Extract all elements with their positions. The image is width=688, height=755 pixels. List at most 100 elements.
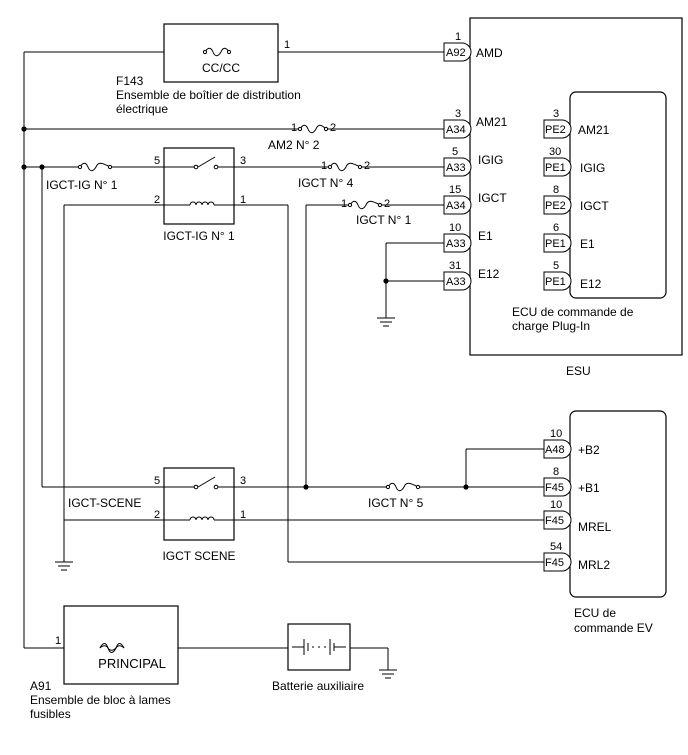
- fuse-icon: [99, 643, 125, 653]
- connector-id: A33: [446, 238, 466, 250]
- connector-id: PE1: [545, 162, 566, 174]
- battery-label: Batterie auxiliaire: [272, 679, 364, 693]
- ground-icon: [379, 669, 397, 679]
- signal-label: E1: [478, 229, 493, 243]
- connector-pin: 10: [449, 222, 461, 234]
- signal-label: IGIG: [580, 161, 605, 175]
- signal-label: MRL2: [578, 558, 610, 572]
- fuse-icon: [329, 162, 361, 172]
- a91-title: Ensemble de bloc à lames: [30, 693, 171, 707]
- f143-title: Ensemble de boîtier de distribution: [116, 88, 301, 102]
- esu-title: ESU: [566, 364, 591, 378]
- plugin-connector: PE1 6 E1: [543, 222, 595, 253]
- fuse-am2-label: AM2 N° 2: [268, 138, 320, 152]
- connector-pin: 3: [455, 108, 461, 120]
- ev-ecu-title-cont: commande EV: [574, 621, 653, 635]
- fuse-cc-label: CC/CC: [202, 61, 240, 75]
- coil-icon: [189, 516, 215, 521]
- signal-label: AMD: [476, 46, 503, 60]
- junction-dot: [383, 278, 389, 284]
- battery-icon: [292, 639, 346, 655]
- connector-id: PE1: [545, 238, 566, 250]
- connector-id: F45: [545, 557, 564, 569]
- connector-pin: 5: [553, 260, 559, 272]
- fuse-icon: [299, 124, 327, 134]
- connector-pin: 8: [553, 466, 559, 478]
- fuse-icon: [349, 200, 381, 210]
- pin-label: 3: [240, 155, 246, 167]
- pin-label: 5: [154, 475, 160, 487]
- a91-title-cont: fusibles: [30, 707, 71, 721]
- connector-id: A34: [446, 200, 466, 212]
- signal-label: +B1: [578, 481, 600, 495]
- junction-dot: [303, 484, 309, 490]
- f143-fuse-box: CC/CC 1: [163, 23, 290, 83]
- fuse-igct5-label: IGCT N° 5: [368, 496, 424, 510]
- a91-code: A91: [30, 679, 52, 693]
- fuse-icon: [387, 482, 419, 492]
- connector-pin: 54: [550, 541, 562, 553]
- signal-label: IGCT: [580, 199, 609, 213]
- ev-connector: A48 10 +B2: [543, 428, 600, 459]
- signal-label: IGCT: [478, 191, 507, 205]
- signal-label: AM21: [476, 115, 508, 129]
- plugin-connector: PE1 30 IGIG: [543, 146, 605, 177]
- pin-label: 2: [330, 122, 336, 134]
- plugin-connector: PE2 8 IGCT: [543, 184, 609, 215]
- ev-connector: F45 10 MREL: [543, 499, 612, 534]
- plugin-connector: PE2 3 AM21: [543, 108, 610, 139]
- signal-label: IGIG: [478, 153, 503, 167]
- pin-label: 2: [154, 509, 160, 521]
- pin-label: 1: [240, 509, 246, 521]
- fuse-igct4-label: IGCT N° 4: [298, 176, 354, 190]
- ev-ecu-title: ECU de: [574, 606, 616, 620]
- connector-pin: 10: [550, 499, 562, 511]
- pin-label: 5: [154, 155, 160, 167]
- coil-icon: [189, 201, 215, 206]
- fuse-scene-label: IGCT-SCENE: [68, 496, 141, 510]
- junction-dot: [463, 484, 469, 490]
- fuse-principal-label: PRINCIPAL: [98, 656, 166, 671]
- signal-label: AM21: [578, 123, 610, 137]
- esu-connector: A34 15 IGCT: [443, 184, 507, 215]
- pin-label: 2: [384, 198, 390, 210]
- a91-fuse-block: PRINCIPAL 1: [55, 605, 179, 685]
- pin-label: 2: [364, 160, 370, 172]
- fuse-icon: [79, 162, 111, 172]
- relay-igctig-label: IGCT-IG N° 1: [163, 229, 235, 243]
- signal-label: +B2: [578, 443, 600, 457]
- connector-id: F45: [545, 482, 564, 494]
- esu-connector: A33 31 E12: [443, 260, 500, 291]
- connector-pin: 10: [550, 428, 562, 440]
- junction-dot: [39, 164, 45, 170]
- connector-id: PE1: [545, 276, 566, 288]
- connector-pin: 15: [449, 184, 461, 196]
- relay-scene-label: IGCT SCENE: [162, 549, 235, 563]
- esu-box: ECU de commande de charge Plug-In ESU: [469, 17, 683, 378]
- f143-title-cont: électrique: [116, 102, 168, 116]
- ground-icon: [55, 561, 73, 571]
- esu-connector: A33 10 E1: [443, 222, 493, 253]
- plugin-ecu-box: [569, 91, 667, 299]
- pin-label: 2: [154, 194, 160, 206]
- connector-id: A34: [446, 124, 466, 136]
- connector-pin: 6: [553, 222, 559, 234]
- battery: Batterie auxiliaire: [272, 623, 364, 693]
- pin-label: 1: [55, 635, 61, 647]
- junction-dot: [21, 164, 27, 170]
- connector-pin: 1: [455, 31, 461, 43]
- ev-connector: F45 54 MRL2: [543, 541, 610, 572]
- esu-connector: A92 1 AMD: [443, 31, 503, 62]
- pin-label: 1: [291, 122, 297, 134]
- esu-connectors: A92 1 AMD A34 3 AM21 A33 5 IGIG A34 15 I…: [443, 31, 508, 291]
- connector-id: PE2: [545, 200, 566, 212]
- fuse-icon: [204, 47, 230, 57]
- connector-pin: 8: [553, 184, 559, 196]
- plugin-connectors: PE2 3 AM21 PE1 30 IGIG PE2 8 IGCT PE1 6 …: [543, 108, 610, 291]
- fuse-igct4: 1 2 IGCT N° 4: [298, 160, 370, 190]
- plugin-ecu-title-cont: charge Plug-In: [512, 319, 590, 333]
- signal-label: E12: [478, 267, 500, 281]
- pin-label: 1: [240, 194, 246, 206]
- fuse-igctig-label: IGCT-IG N° 1: [46, 178, 118, 192]
